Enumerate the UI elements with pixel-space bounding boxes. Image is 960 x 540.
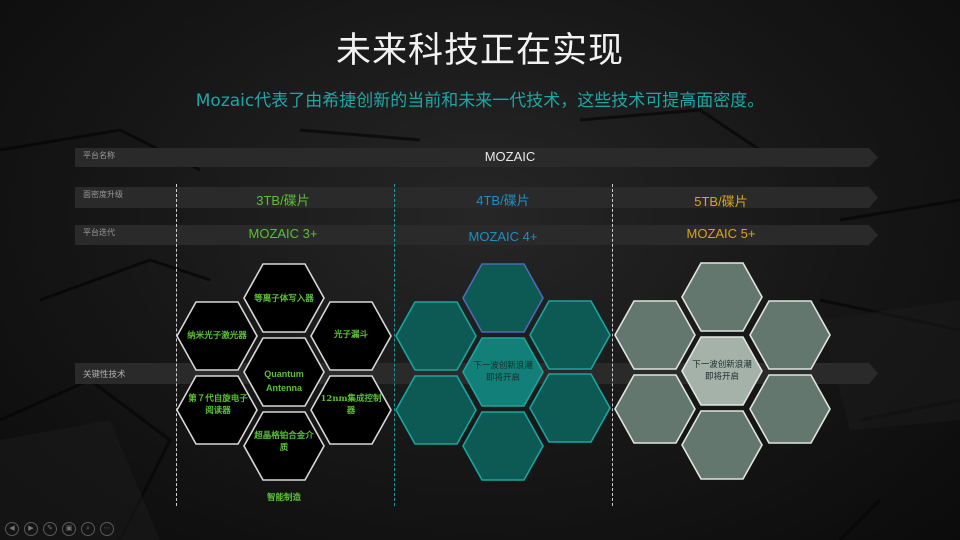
row-label-key-tech: 关键性技术 [83, 370, 126, 380]
see-all-slides-icon[interactable]: ▣ [62, 522, 76, 536]
tech-photonic-funnel: 光子漏斗 [333, 330, 368, 340]
areal-density-gen4: 4TB/碟片 [476, 193, 530, 208]
slide-subtitle: Mozaic代表了由希捷创新的当前和未来一代技术，这些技术可提高面密度。 [195, 91, 765, 111]
row-platform-iteration: 平台迭代 MOZAIC 3+ MOZAIC 4+ MOZAIC 5+ [75, 225, 878, 245]
hex-gen4-bottom [462, 411, 544, 481]
divider-gen5-start [612, 184, 613, 506]
row-label-platform-iteration: 平台迭代 [83, 228, 115, 237]
row-platform-name: 平台名称 MOZAIC [75, 148, 878, 167]
next-slide-icon[interactable]: ▶ [24, 522, 38, 536]
divider-gen3-start [176, 184, 177, 506]
hex-gen5-bottom [681, 410, 763, 480]
slide-title: 未来科技正在实现 [335, 31, 624, 71]
tech-plasmonic-writer: 等离子体写入器 [254, 294, 314, 304]
areal-density-gen5: 5TB/碟片 [694, 194, 748, 209]
row-areal-density: 面密度升级 3TB/碟片 4TB/碟片 5TB/碟片 [75, 187, 878, 208]
next-wave-gen5: 下一波创新浪潮即将开启 [692, 360, 752, 382]
hex-gen4-lower-left [395, 375, 477, 445]
hex-gen4-lower-right [529, 373, 611, 443]
divider-gen4-start [394, 184, 395, 506]
hex-gen5-right [749, 300, 831, 370]
pen-icon[interactable]: ✎ [43, 522, 57, 536]
iteration-gen5: MOZAIC 5+ [686, 226, 756, 241]
hex-gen5-top [681, 262, 763, 332]
zoom-icon[interactable]: ⌕ [81, 522, 95, 536]
iteration-gen4: MOZAIC 4+ [468, 229, 538, 244]
tech-smart-manufacturing: 智能制造 [266, 493, 302, 503]
row-label-areal-density: 面密度升级 [83, 190, 123, 199]
hex-gen4-right [529, 300, 611, 370]
row-label-platform-name: 平台名称 [83, 151, 115, 160]
platform-name-value: MOZAIC [484, 149, 536, 164]
previous-slide-icon[interactable]: ◀ [5, 522, 19, 536]
presenter-toolbar: ◀ ▶ ✎ ▣ ⌕ ⋯ [5, 522, 114, 536]
tech-12nm-controller: 12nm集成控制器 [320, 394, 382, 416]
hex-gen5-lower-right [749, 374, 831, 444]
areal-density-gen3: 3TB/碟片 [256, 193, 310, 208]
tech-quantum-antenna: Quantum Antenna [264, 369, 304, 393]
tech-nanophotonic-laser: 纳米光子激光器 [187, 331, 247, 341]
hex-gen5-left [614, 300, 696, 370]
more-options-icon[interactable]: ⋯ [100, 522, 114, 536]
iteration-gen3: MOZAIC 3+ [248, 226, 318, 241]
hex-gen4-left [395, 301, 477, 371]
hex-gen4-top [462, 263, 544, 333]
next-wave-gen4: 下一波创新浪潮即将开启 [473, 361, 533, 383]
tech-superlattice-media: 超晶格铂合金介质 [254, 431, 314, 453]
tech-spintronic-reader: 第７代自旋电子阅读器 [188, 394, 248, 416]
hex-gen5-lower-left [614, 374, 696, 444]
